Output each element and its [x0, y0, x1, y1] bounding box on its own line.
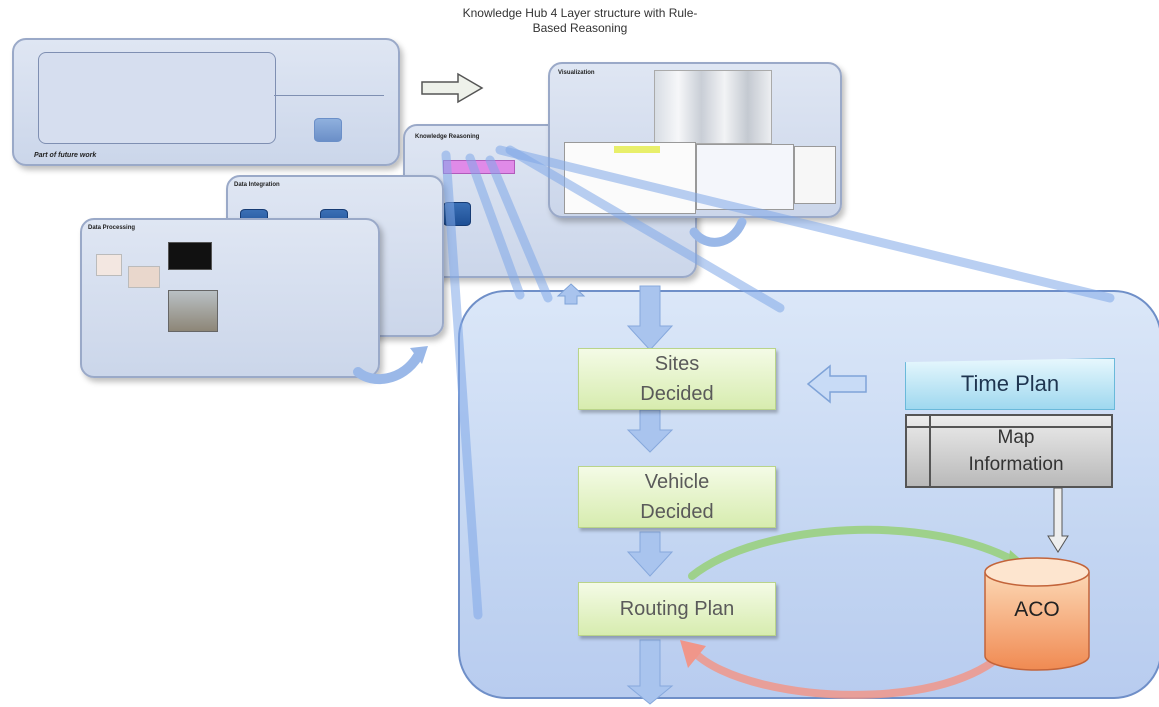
- knowledge-reasoning-label: Knowledge Reasoning: [415, 134, 480, 140]
- aco-label: ACO: [1014, 598, 1060, 621]
- processing-video-screen: [168, 242, 212, 270]
- curved-arrow-visualization: [689, 217, 747, 247]
- small-up-arrow: [556, 283, 586, 305]
- future-work-line: [274, 95, 384, 96]
- aco-cylinder-shape: [984, 557, 1090, 671]
- sites-decided-box: Sites Decided: [578, 348, 776, 410]
- flow-down-arrows: [626, 285, 674, 705]
- map-info-line-1: Map: [997, 427, 1035, 448]
- processing-photo-3: [168, 290, 218, 332]
- processing-photo-1: [96, 254, 122, 276]
- visualization-yellow-tag: [614, 146, 660, 153]
- vehicle-decided-box: Vehicle Decided: [578, 466, 776, 528]
- vehicle-line-2: Decided: [640, 501, 714, 523]
- map-to-aco-arrow: [1047, 488, 1069, 553]
- visualization-3d-chart: [654, 70, 772, 144]
- visualization-label: Visualization: [558, 70, 595, 76]
- time-plan-box: Time Plan: [905, 358, 1115, 410]
- sites-line-1: Sites: [654, 353, 700, 375]
- routing-plan-label: Routing Plan: [619, 598, 735, 620]
- diagram-title: Knowledge Hub 4 Layer structure with Rul…: [300, 6, 860, 36]
- future-work-label: Part of future work: [34, 152, 97, 159]
- title-line-1: Knowledge Hub 4 Layer structure with Rul…: [462, 6, 698, 20]
- sites-line-2: Decided: [640, 383, 714, 405]
- visualization-panel: Visualization: [548, 62, 842, 218]
- curved-arrow-processing: [353, 346, 428, 384]
- time-plan-label: Time Plan: [960, 371, 1060, 396]
- map-info-stripe-vertical: [929, 416, 931, 486]
- data-processing-panel: Data Processing: [80, 218, 380, 378]
- routing-plan-box: Routing Plan: [578, 582, 776, 636]
- title-line-2: Based Reasoning: [532, 21, 628, 35]
- map-info-line-2: Information: [968, 454, 1064, 475]
- data-processing-label: Data Processing: [88, 225, 136, 231]
- map-info-stripe-horizontal: [907, 426, 1111, 428]
- map-information-box: Map Information: [905, 414, 1113, 488]
- aco-cylinder: ACO: [981, 556, 1093, 674]
- vehicle-line-1: Vehicle: [644, 471, 710, 493]
- processing-photo-2: [128, 266, 160, 288]
- hollow-right-arrow: [421, 72, 484, 104]
- data-integration-label: Data Integration: [234, 182, 280, 188]
- future-database-icon: [314, 118, 342, 142]
- visualization-screenshot-3: [794, 146, 836, 204]
- future-work-inner-frame: [38, 52, 276, 144]
- future-work-panel: Part of future work: [12, 38, 400, 166]
- left-arrow-timeplan: [806, 364, 867, 404]
